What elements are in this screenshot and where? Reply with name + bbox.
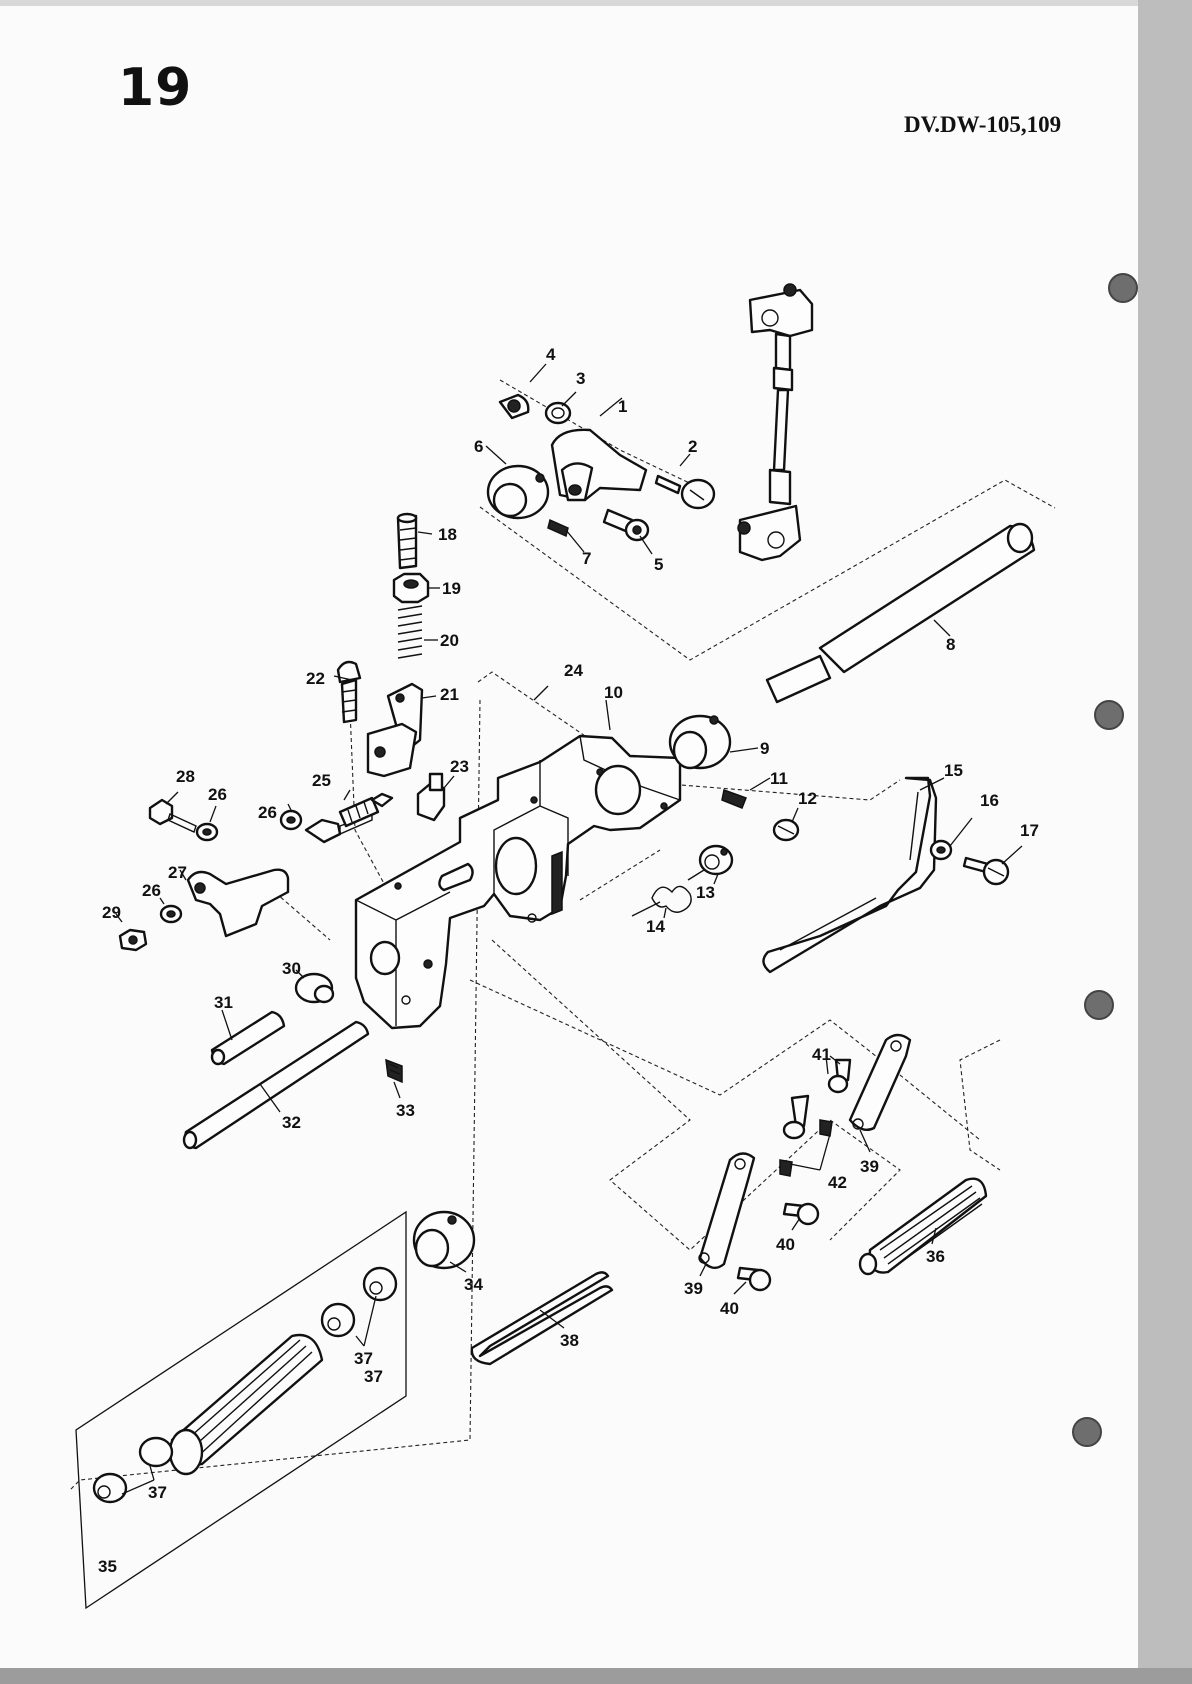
callout-22: 22: [306, 669, 325, 688]
lower-left-parts: [182, 972, 476, 1270]
callout-29: 29: [102, 903, 121, 922]
callout-6: 6: [474, 437, 483, 456]
callout-41: 41: [812, 1045, 831, 1064]
callout-17: 17: [1020, 821, 1039, 840]
callout-27: 27: [168, 863, 187, 882]
callout-42: 42: [828, 1173, 847, 1192]
binder-hole: [1094, 700, 1124, 730]
lower-right-parts: [698, 1033, 988, 1292]
callout-37: 37: [148, 1483, 167, 1502]
callout-40: 40: [776, 1235, 795, 1254]
callout-19: 19: [442, 579, 461, 598]
spring-wire-38: [470, 1271, 614, 1366]
binder-hole: [1072, 1417, 1102, 1447]
callout-38: 38: [560, 1331, 579, 1350]
binder-hole: [1108, 273, 1138, 303]
connecting-rod-assembly: [737, 283, 814, 562]
page-number: 19: [118, 58, 193, 118]
callout-7: 7: [582, 549, 591, 568]
scan-bottom-edge: [0, 1668, 1192, 1684]
callout-18: 18: [438, 525, 457, 544]
callout-11: 11: [770, 769, 788, 788]
lever-and-fasteners: [118, 772, 446, 952]
callout-40: 40: [720, 1299, 739, 1318]
shaft-8: [765, 522, 1036, 704]
upper-linkage: [486, 393, 716, 542]
callout-34: 34: [464, 1275, 483, 1294]
callout-30: 30: [282, 959, 301, 978]
callout-21: 21: [440, 685, 459, 704]
main-frame-10: [354, 734, 682, 1030]
callout-33: 33: [396, 1101, 415, 1120]
callout-10: 10: [604, 683, 623, 702]
callout-25: 25: [312, 771, 331, 790]
adjuster-stack: [336, 512, 430, 778]
callout-9: 9: [760, 739, 769, 758]
binder-hole: [1084, 990, 1114, 1020]
callout-35: 35: [98, 1557, 117, 1576]
assembly-lines: [69, 379, 1056, 1491]
callout-26: 26: [208, 785, 227, 804]
callout-32: 32: [282, 1113, 301, 1132]
callout-37: 37: [364, 1367, 383, 1386]
callout-24: 24: [564, 661, 583, 680]
callout-36: 36: [926, 1247, 945, 1266]
callout-26: 26: [258, 803, 277, 822]
callout-13: 13: [696, 883, 715, 902]
callout-4: 4: [546, 345, 556, 364]
callout-20: 20: [440, 631, 459, 650]
callout-39: 39: [860, 1157, 879, 1176]
scan-top-edge: [0, 0, 1138, 6]
callout-2: 2: [688, 437, 697, 456]
callout-31: 31: [214, 993, 233, 1012]
callout-labels: 1 2 3 4 5 6 7 8 9 10 11 12 13 14 15 16 1…: [98, 345, 1039, 1576]
callout-37: 37: [354, 1349, 373, 1368]
model-code: DV.DW-105,109: [904, 112, 1062, 137]
handle-assembly-35: [75, 1210, 407, 1610]
callout-26: 26: [142, 881, 161, 900]
callout-8: 8: [946, 635, 955, 654]
callout-12: 12: [798, 789, 817, 808]
callout-28: 28: [176, 767, 195, 786]
leader-lines: [115, 363, 1023, 1495]
exploded-parts-diagram: 1 2 3 4 5 6 7 8 9 10 11 12 13 14 15 16 1…: [69, 283, 1056, 1610]
callout-39: 39: [684, 1279, 703, 1298]
callout-5: 5: [654, 555, 663, 574]
callout-23: 23: [450, 757, 469, 776]
callout-16: 16: [980, 791, 999, 810]
callout-14: 14: [646, 917, 665, 936]
binder-edge: [1138, 0, 1192, 1684]
right-side-parts: [631, 714, 1010, 974]
callout-15: 15: [944, 761, 963, 780]
callout-1: 1: [618, 397, 627, 416]
callout-3: 3: [576, 369, 585, 388]
